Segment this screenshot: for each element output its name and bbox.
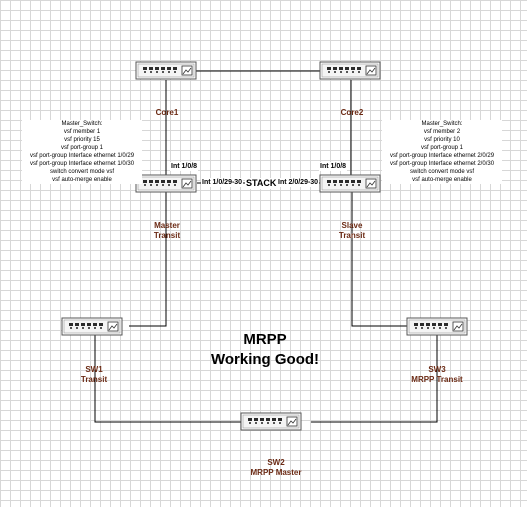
headline-title: MRPP (243, 331, 287, 348)
config-line: switch convert mode vsf (22, 168, 142, 176)
config-line: vsf port-group Interface ethernet 1/0/30 (22, 160, 142, 168)
config-line: vsf port-group Interface ethernet 2/0/30 (382, 160, 502, 168)
config-line: Master_Switch: (382, 120, 502, 128)
stack-link-label: STACK (245, 178, 278, 189)
network-switch-icon (319, 174, 381, 193)
link-master-sw1 (129, 192, 167, 327)
mrpp-status-headline: MRPP Working Good! (190, 330, 340, 370)
node-role: MRPP Master (250, 468, 302, 477)
config-line: vsf port-group 1 (382, 144, 502, 152)
link-slave-sw3 (351, 192, 407, 327)
config-line: vsf member 2 (382, 128, 502, 136)
link-sw1-sw2 (94, 335, 241, 423)
port-label-master-stack: Int 1/0/29-30 (201, 178, 244, 187)
node-name: SW2 (267, 458, 285, 467)
node-role: MRPP Transit (411, 375, 463, 384)
headline-status: Working Good! (210, 351, 320, 368)
node-role: Transit (153, 231, 181, 240)
node-name: Core2 (340, 108, 364, 117)
config-master: Master_Switch: vsf member 1 vsf priority… (22, 120, 142, 184)
config-line: vsf port-group 1 (22, 144, 142, 152)
network-switch-icon (406, 317, 468, 336)
node-role: Transit (338, 231, 366, 240)
node-name: Master (154, 221, 180, 230)
sw2-label: SW2 MRPP Master (236, 458, 316, 478)
slave-label: Slave Transit (322, 221, 382, 241)
sw1-label: SW1 Transit (64, 365, 124, 385)
network-switch-icon (61, 317, 123, 336)
config-line: vsf member 1 (22, 128, 142, 136)
network-switch-icon (240, 412, 302, 431)
sw3-label: SW3 MRPP Transit (397, 365, 477, 385)
network-switch-icon (135, 61, 197, 80)
node-name: SW3 (428, 365, 446, 374)
config-slave: Master_Switch: vsf member 2 vsf priority… (382, 120, 502, 184)
config-line: vsf priority 15 (22, 136, 142, 144)
config-line: Master_Switch: (22, 120, 142, 128)
node-role: Transit (80, 375, 108, 384)
config-line: vsf auto-merge enable (382, 176, 502, 184)
master-label: Master Transit (137, 221, 197, 241)
node-name: SW1 (85, 365, 103, 374)
network-switch-icon (319, 61, 381, 80)
config-line: vsf port-group Interface ethernet 2/0/29 (382, 152, 502, 160)
port-label-slave-stack: Int 2/0/29-30 (277, 178, 320, 187)
port-label-master-uplink: Int 1/0/8 (170, 162, 199, 171)
link-sw3-sw2 (311, 335, 438, 423)
network-switch-icon (135, 174, 197, 193)
node-name: Slave (341, 221, 363, 230)
config-line: vsf priority 10 (382, 136, 502, 144)
node-name: Core1 (155, 108, 179, 117)
config-line: switch convert mode vsf (382, 168, 502, 176)
port-label-slave-uplink: Int 1/0/8 (319, 162, 348, 171)
core2-label: Core2 (322, 108, 382, 118)
config-line: vsf port-group Interface ethernet 1/0/29 (22, 152, 142, 160)
config-line: vsf auto-merge enable (22, 176, 142, 184)
core1-label: Core1 (137, 108, 197, 118)
